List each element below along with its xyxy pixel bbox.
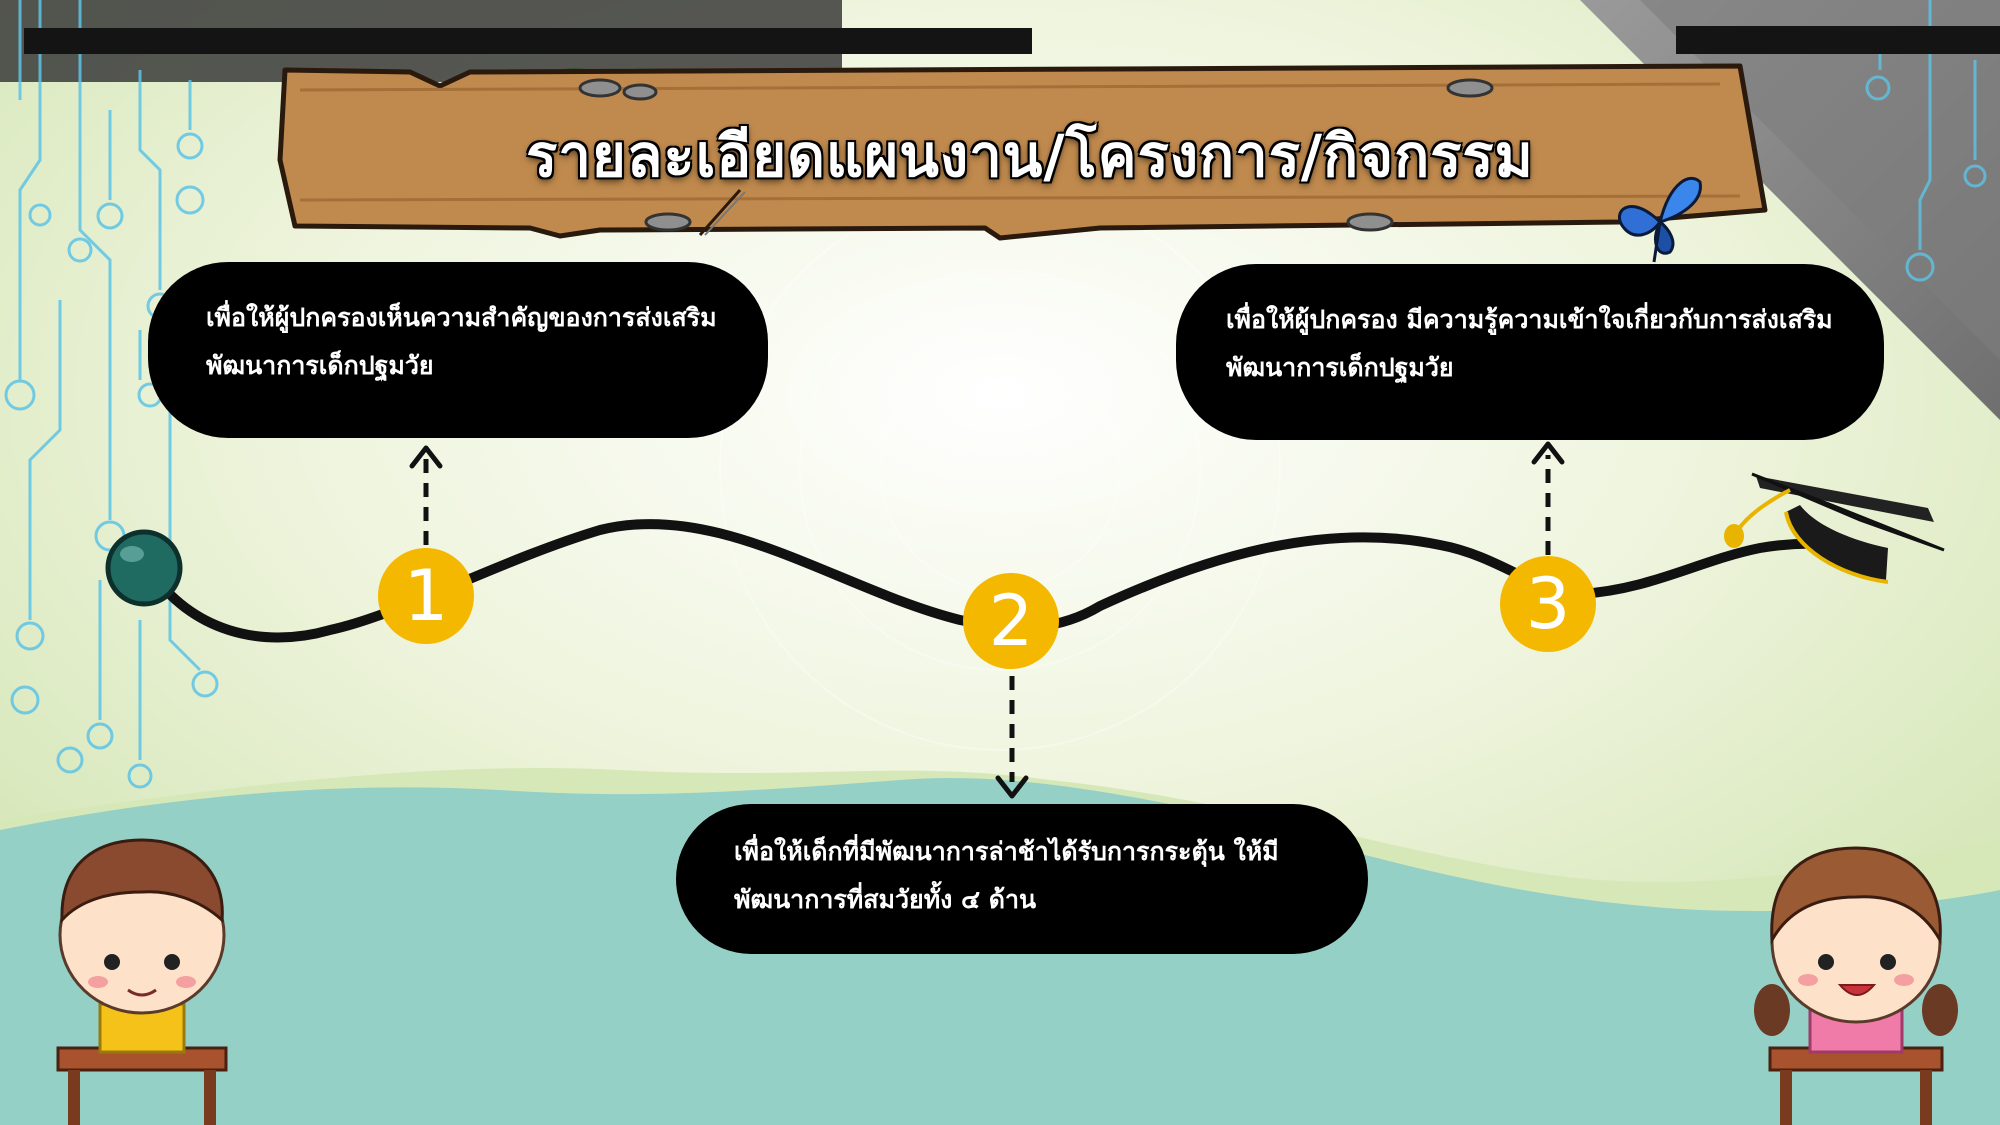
step-2-description: เพื่อให้เด็กที่มีพัฒนาการล่าช้าได้รับการ… (676, 804, 1368, 954)
step-1-line-2: พัฒนาการเด็กปฐมวัย (206, 351, 434, 380)
circuit-decoration-icon (4, 0, 219, 789)
step-1-marker: 1 (378, 548, 474, 644)
step-3-marker: 3 (1500, 556, 1596, 652)
boy-student-icon (56, 838, 228, 1125)
step-1-line-1: เพื่อให้ผู้ปกครองเห็นความสำคัญของการส่งเ… (206, 303, 717, 332)
step-2-line-2: พัฒนาการที่สมวัยทั้ง ๔ ด้าน (734, 885, 1037, 914)
step-2-marker: 2 (963, 573, 1059, 669)
girl-student-icon (1754, 846, 1958, 1125)
start-knob-icon (105, 529, 183, 607)
graduation-cap-icon (1724, 472, 1945, 584)
step-3-line-1: เพื่อให้ผู้ปกครอง มีความรู้ความเข้าใจเกี… (1226, 305, 1833, 334)
page-title: รายละเอียดแผนงาน/โครงการ/กิจกรรม (526, 121, 1534, 190)
sign-board (277, 63, 1768, 241)
step-3-description: เพื่อให้ผู้ปกครอง มีความรู้ความเข้าใจเกี… (1176, 264, 1884, 440)
step-2-line-1: เพื่อให้เด็กที่มีพัฒนาการล่าช้าได้รับการ… (734, 837, 1279, 866)
step-1-description: เพื่อให้ผู้ปกครองเห็นความสำคัญของการส่งเ… (148, 262, 768, 438)
step-3-line-2: พัฒนาการเด็กปฐมวัย (1226, 353, 1454, 382)
butterfly-icon (1617, 176, 1702, 263)
